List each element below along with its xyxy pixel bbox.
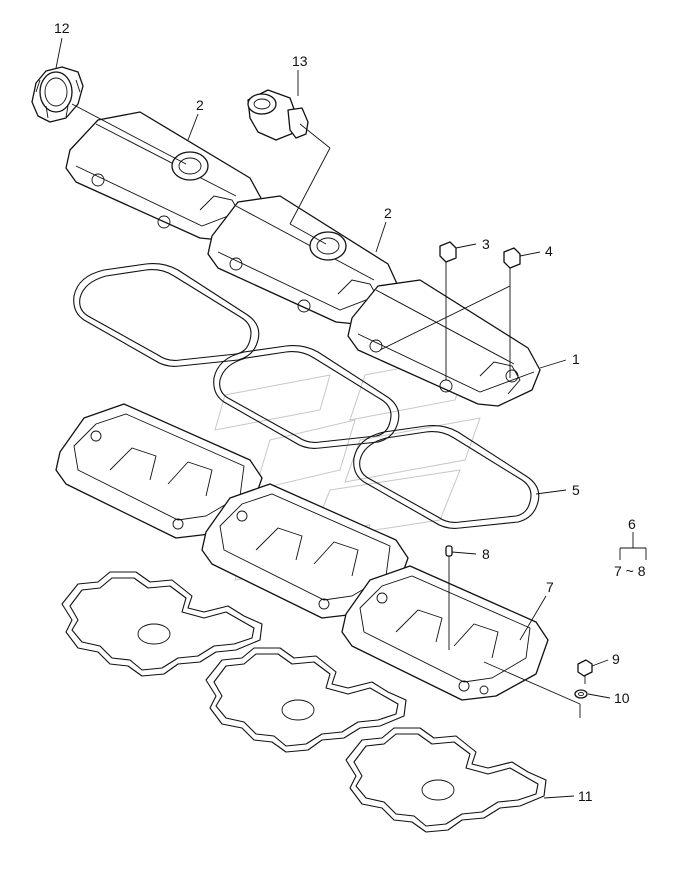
valve-cover-right (347, 279, 541, 407)
callout-6: 6 (628, 516, 636, 532)
callout-4: 4 (545, 243, 553, 259)
callout-8: 8 (482, 546, 490, 562)
bolt-3 (439, 241, 457, 270)
oil-filler-cap (31, 66, 84, 123)
callout-7-to-8: 7 ~ 8 (614, 563, 646, 579)
callout-labels: 12 13 2 2 3 4 1 5 6 7 ~ 8 8 7 9 10 11 (54, 20, 646, 804)
valve-cover-left (65, 111, 263, 241)
cam-carrier-right (341, 565, 549, 701)
callout-2-middle: 2 (384, 205, 392, 221)
washer-10 (574, 689, 588, 699)
breather-fitting (247, 89, 309, 141)
gasket-upper-left (73, 263, 260, 367)
gasket-lower-middle (205, 647, 407, 753)
callout-9: 9 (612, 651, 620, 667)
bolt-9 (577, 659, 593, 684)
dowel-pin (445, 545, 453, 557)
callout-12: 12 (54, 20, 70, 36)
callout-7: 7 (546, 579, 554, 595)
leader-lines (55, 37, 611, 799)
callout-5: 5 (572, 482, 580, 498)
gasket-lower-right (345, 727, 547, 833)
gasket-upper-middle (213, 345, 400, 449)
gasket-upper-right (353, 425, 540, 529)
callout-1: 1 (572, 351, 580, 367)
callout-10: 10 (614, 690, 630, 706)
bolt-4 (503, 247, 521, 290)
callout-11: 11 (578, 788, 593, 804)
callout-3: 3 (482, 236, 490, 252)
gasket-lower-left (61, 571, 263, 677)
callout-13: 13 (292, 53, 308, 69)
group-bracket (619, 532, 647, 560)
callout-2-left: 2 (196, 97, 204, 113)
